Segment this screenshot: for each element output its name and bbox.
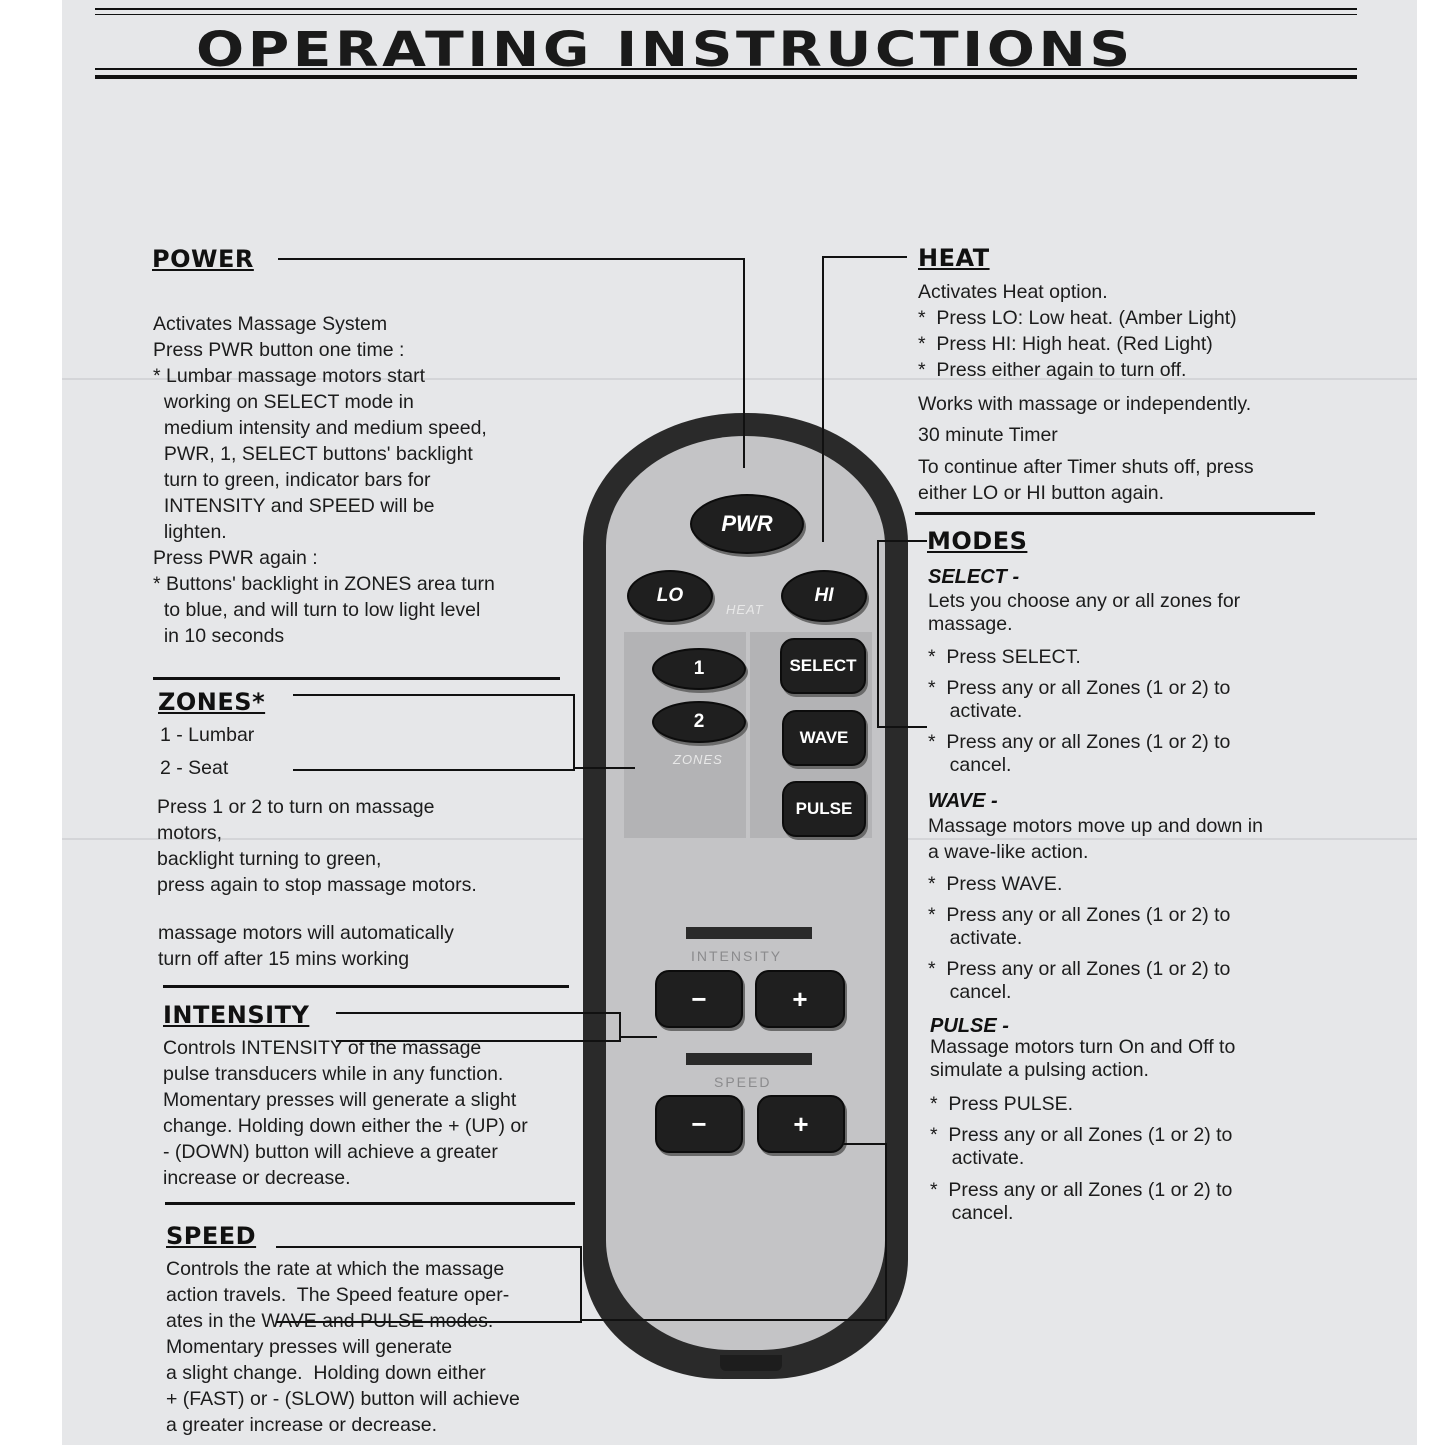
pulse-step-3: * Press any or all Zones (1 or 2) to can… bbox=[930, 1179, 1233, 1224]
intensity-up-button[interactable]: + bbox=[755, 970, 845, 1028]
wave-button[interactable]: WAVE bbox=[782, 710, 866, 766]
intensity-down-button[interactable]: − bbox=[655, 970, 743, 1028]
heat-note-timer: 30 minute Timer bbox=[918, 424, 1058, 446]
speed-down-button[interactable]: − bbox=[655, 1095, 743, 1153]
power-body: Activates Massage System Press PWR butto… bbox=[153, 313, 495, 647]
speed-leader-line-end bbox=[843, 1143, 885, 1145]
zones-heading: ZONES* bbox=[158, 688, 266, 716]
pulse-button[interactable]: PULSE bbox=[782, 781, 866, 837]
zone-2-button[interactable]: 2 bbox=[652, 701, 746, 743]
heat-heading: HEAT bbox=[918, 244, 990, 272]
select-step-1: * Press SELECT. bbox=[928, 646, 1081, 668]
intensity-heading: INTENSITY bbox=[163, 1001, 310, 1029]
heat-hi-button[interactable]: HI bbox=[781, 570, 867, 622]
paper-fold bbox=[62, 378, 1417, 380]
zones-item-lumbar: 1 - Lumbar bbox=[160, 724, 255, 746]
select-mode-desc: Lets you choose any or all zones for mas… bbox=[928, 590, 1241, 635]
speed-indicator-bar bbox=[686, 1053, 812, 1065]
zones-note: massage motors will automatically turn o… bbox=[158, 922, 454, 970]
pulse-mode-desc: Massage motors turn On and Off to simula… bbox=[930, 1036, 1236, 1081]
speed-up-button[interactable]: + bbox=[757, 1095, 845, 1153]
select-mode-title: SELECT - bbox=[928, 566, 1020, 588]
pulse-mode-title: PULSE - bbox=[930, 1015, 1009, 1037]
pwr-button[interactable]: PWR bbox=[690, 494, 804, 554]
speed-body: Controls the rate at which the massage a… bbox=[166, 1258, 520, 1436]
wave-mode-title: WAVE - bbox=[928, 790, 998, 812]
section-divider bbox=[153, 677, 560, 680]
section-divider bbox=[163, 985, 569, 988]
zones-label: ZONES bbox=[673, 752, 723, 767]
intensity-label: INTENSITY bbox=[691, 948, 783, 964]
title-rule-top-thin bbox=[95, 14, 1357, 15]
heat-lo-button[interactable]: LO bbox=[627, 570, 713, 622]
zones-leader-line bbox=[293, 694, 575, 771]
heat-body: Activates Heat option. * Press LO: Low h… bbox=[918, 281, 1237, 381]
power-heading: POWER bbox=[152, 245, 254, 273]
title-rule-top bbox=[95, 8, 1357, 10]
intensity-leader-line bbox=[336, 1012, 621, 1042]
zones-leader-line-end bbox=[573, 767, 635, 769]
title-rule-bottom bbox=[95, 68, 1357, 70]
speed-label: SPEED bbox=[714, 1074, 772, 1090]
title-rule-bottom-thick bbox=[95, 75, 1357, 79]
remote-bottom-tab bbox=[720, 1355, 782, 1371]
select-button[interactable]: SELECT bbox=[780, 638, 866, 694]
zones-body: Press 1 or 2 to turn on massage motors, … bbox=[157, 796, 477, 896]
intensity-indicator-bar bbox=[686, 927, 812, 939]
heat-note-continue: To continue after Timer shuts off, press… bbox=[918, 456, 1254, 504]
wave-mode-desc: Massage motors move up and down in a wav… bbox=[928, 815, 1263, 863]
section-divider bbox=[915, 512, 1315, 515]
wave-step-1: * Press WAVE. bbox=[928, 873, 1063, 895]
speed-heading: SPEED bbox=[166, 1222, 257, 1250]
intensity-leader-line-end bbox=[619, 1036, 657, 1038]
modes-heading: MODES bbox=[927, 527, 1028, 555]
select-step-3: * Press any or all Zones (1 or 2) to can… bbox=[928, 731, 1231, 776]
zones-item-seat: 2 - Seat bbox=[160, 757, 229, 779]
power-leader-line bbox=[278, 258, 745, 468]
select-step-2: * Press any or all Zones (1 or 2) to act… bbox=[928, 677, 1231, 722]
intensity-body: Controls INTENSITY of the massage pulse … bbox=[163, 1037, 528, 1189]
speed-leader-line-right bbox=[580, 1143, 887, 1321]
pulse-step-2: * Press any or all Zones (1 or 2) to act… bbox=[930, 1124, 1233, 1169]
pulse-step-1: * Press PULSE. bbox=[930, 1093, 1074, 1115]
heat-label: HEAT bbox=[726, 602, 764, 617]
zone-1-button[interactable]: 1 bbox=[652, 648, 746, 690]
wave-step-2: * Press any or all Zones (1 or 2) to act… bbox=[928, 904, 1231, 949]
section-divider bbox=[165, 1202, 575, 1205]
speed-leader-line bbox=[276, 1246, 582, 1323]
wave-step-3: * Press any or all Zones (1 or 2) to can… bbox=[928, 958, 1231, 1003]
heat-note-independent: Works with massage or independently. bbox=[918, 393, 1252, 415]
modes-leader-line bbox=[877, 540, 927, 728]
heat-leader-line bbox=[822, 256, 907, 542]
